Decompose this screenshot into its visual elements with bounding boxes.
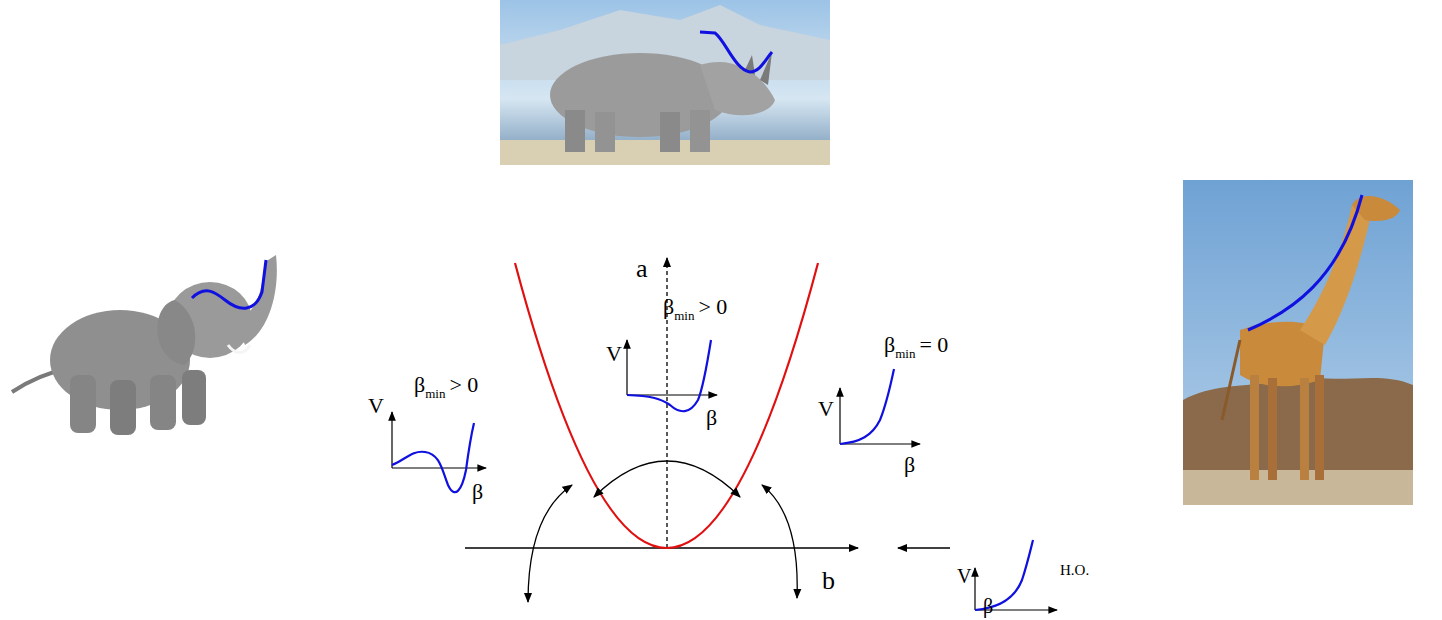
axis-label: β <box>472 481 483 503</box>
axis-label: V <box>818 398 834 420</box>
beta-min-label: βmin= 0 <box>884 334 948 356</box>
axis-label: a <box>636 256 648 282</box>
axis-label: H.O. <box>1060 563 1089 578</box>
subscript: min <box>895 347 915 360</box>
condition: = 0 <box>919 334 948 356</box>
giraffe-picture <box>1183 180 1413 505</box>
symbol: β <box>414 374 425 396</box>
phase-diagram <box>465 258 950 602</box>
rhino-picture <box>500 0 830 165</box>
elephant-picture <box>12 255 277 435</box>
symbol: β <box>884 334 895 356</box>
axis-label: V <box>606 343 622 365</box>
axis-label: b <box>822 568 835 594</box>
subscript: min <box>674 309 694 322</box>
axis-label: V <box>957 566 971 586</box>
subscript: min <box>425 387 445 400</box>
axis-label: β <box>904 454 915 476</box>
condition: > 0 <box>698 296 727 318</box>
axis-label: β <box>706 407 717 429</box>
axis-label: β <box>983 596 993 616</box>
beta-min-label: βmin> 0 <box>414 374 478 396</box>
condition: > 0 <box>449 374 478 396</box>
axis-label: V <box>368 395 384 417</box>
beta-min-label: βmin> 0 <box>663 296 727 318</box>
symbol: β <box>663 296 674 318</box>
potential-plots <box>392 340 1057 610</box>
